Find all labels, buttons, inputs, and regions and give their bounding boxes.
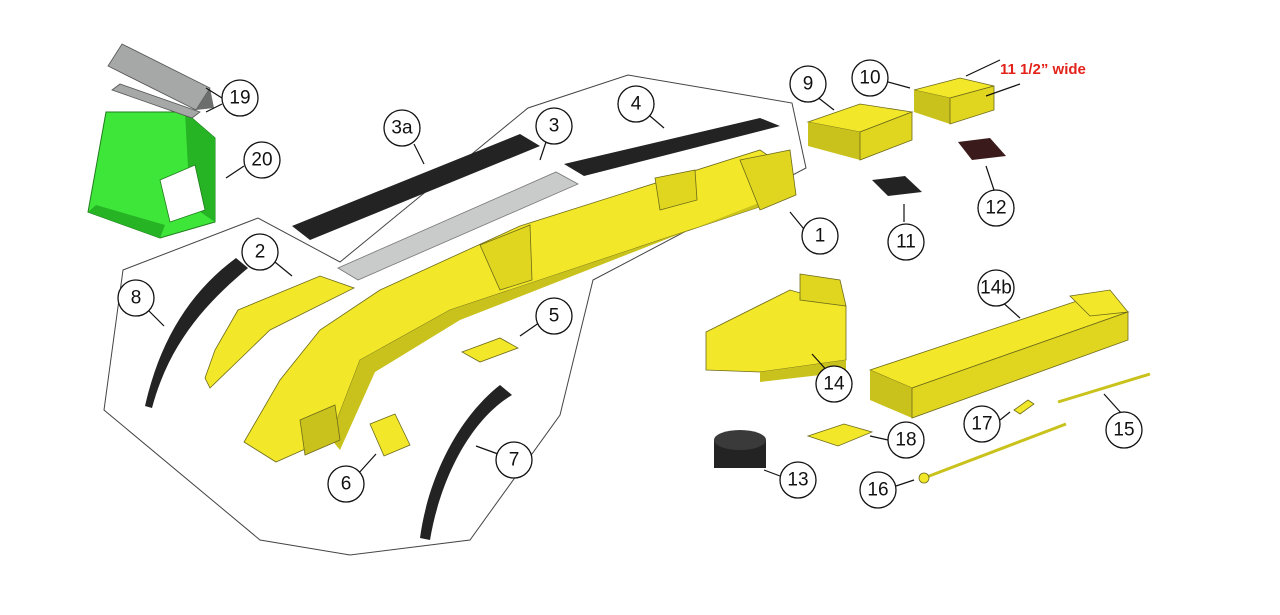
svg-text:15: 15	[1113, 420, 1134, 441]
callout-13: 13	[779, 461, 817, 499]
svg-text:20: 20	[251, 150, 272, 171]
svg-text:16: 16	[867, 480, 888, 501]
part-8-dark-curve	[145, 258, 248, 408]
part-15-rod	[1057, 372, 1151, 404]
part-17-pin	[1013, 399, 1035, 415]
part-3a-dark-strip	[292, 134, 540, 240]
svg-text:3a: 3a	[391, 118, 413, 139]
svg-text:11: 11	[896, 232, 916, 253]
part-16-rod-end	[918, 472, 930, 484]
svg-text:2: 2	[255, 242, 266, 263]
part-3-gray-strip	[337, 171, 579, 281]
svg-text:4: 4	[631, 94, 642, 115]
svg-text:3: 3	[549, 116, 560, 137]
part-5-small-plate	[461, 337, 519, 363]
callout-5: 5	[535, 297, 573, 335]
part-11-pad	[872, 176, 922, 196]
svg-text:8: 8	[131, 288, 142, 309]
part-20-green-stand	[87, 111, 216, 239]
callout-6: 6	[327, 465, 365, 503]
callout-16: 16	[859, 471, 897, 509]
part-6-cover	[369, 413, 411, 457]
callout-14b: 14b	[977, 269, 1015, 307]
part-12-pad	[958, 138, 1006, 160]
callout-3: 3	[535, 107, 573, 145]
callout-19: 19	[221, 79, 259, 117]
callout-4: 4	[617, 85, 655, 123]
callout-12: 12	[977, 189, 1015, 227]
callout-17: 17	[963, 405, 1001, 443]
svg-text:7: 7	[509, 450, 520, 471]
part-9-bracket	[806, 103, 914, 161]
callout-11: 11	[887, 223, 925, 261]
svg-text:1: 1	[815, 226, 826, 247]
svg-text:6: 6	[341, 474, 352, 495]
svg-text:13: 13	[787, 470, 808, 491]
callout-1: 1	[801, 217, 839, 255]
part-7-dark-curve	[420, 385, 512, 540]
svg-text:12: 12	[985, 198, 1006, 219]
part-14b-tray	[868, 289, 1130, 419]
callout-20: 20	[243, 141, 281, 179]
part-1-main-beam	[243, 149, 797, 463]
part-13-band	[714, 430, 766, 468]
svg-text:5: 5	[549, 306, 560, 327]
svg-text:14: 14	[823, 374, 845, 395]
callout-18: 18	[887, 421, 925, 459]
part-19-gray-cap	[107, 43, 214, 119]
callout-15: 15	[1105, 411, 1143, 449]
callout-8: 8	[117, 279, 155, 317]
part-14-cradle	[705, 273, 847, 382]
part-10-bracket	[913, 77, 995, 125]
callout-2: 2	[241, 233, 279, 271]
callout-7: 7	[495, 441, 533, 479]
callout-10: 10	[851, 59, 889, 97]
callout-3a: 3a	[383, 109, 421, 147]
callout-14: 14	[815, 365, 853, 403]
part-16-rod	[923, 422, 1067, 480]
svg-text:17: 17	[971, 414, 992, 435]
svg-text:9: 9	[803, 74, 814, 95]
svg-text:18: 18	[895, 430, 916, 451]
svg-text:19: 19	[229, 88, 250, 109]
svg-text:10: 10	[859, 68, 880, 89]
part-4-dark-strip	[564, 118, 780, 176]
part-2-yellow-plate	[204, 275, 356, 389]
width-note: 11 1/2” wide	[1000, 61, 1086, 78]
callout-9: 9	[789, 65, 827, 103]
part-18-plate	[806, 423, 874, 447]
svg-text:14b: 14b	[980, 278, 1012, 299]
